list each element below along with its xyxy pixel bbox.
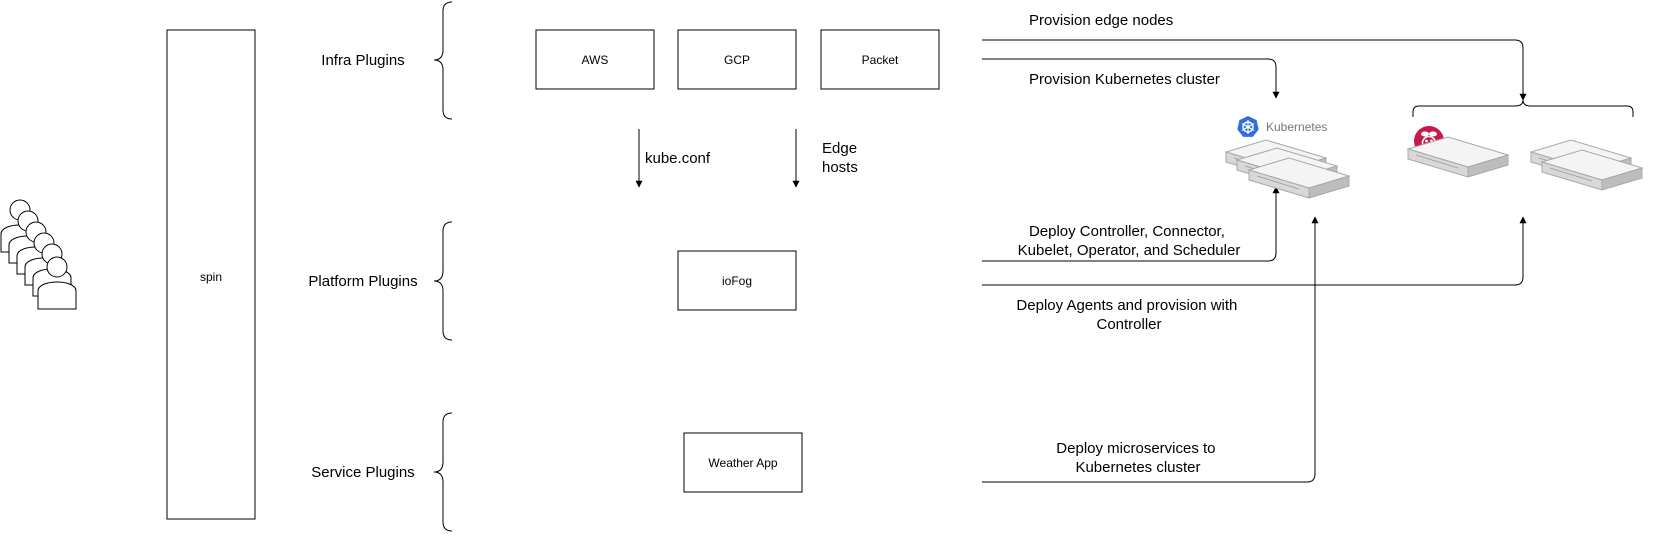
edge-hosts-label: Edge hosts — [822, 140, 861, 176]
packet-box — [820, 29, 940, 90]
aws-label: AWS — [582, 53, 609, 67]
edge-nodes-brace — [1412, 99, 1634, 117]
deploy-microservices-line-2: Kubernetes cluster — [1075, 459, 1200, 476]
deploy-agents-label: Deploy Agents and provision with Control… — [1016, 297, 1241, 333]
edge-hosts-line-1: Edge — [822, 140, 857, 157]
service-plugins-label: Service Plugins — [311, 464, 414, 481]
deploy-microservices-line-1: Deploy microservices to — [1056, 440, 1215, 457]
infra-plugins-label: Infra Plugins — [321, 52, 404, 69]
platform-plugins-label: Platform Plugins — [308, 273, 417, 290]
kubernetes-label: Kubernetes — [1266, 120, 1327, 134]
kubernetes-logo-icon — [1237, 116, 1259, 137]
edge-hosts-line-2: hosts — [822, 159, 858, 176]
deploy-controller-line-2: Kubelet, Operator, and Scheduler — [1018, 242, 1241, 259]
weather-app-box — [683, 432, 803, 493]
infra-brace — [433, 1, 453, 120]
deploy-agents-line-1: Deploy Agents and provision with — [1016, 297, 1237, 314]
kubeconf-label: kube.conf — [645, 150, 711, 167]
provision-kubernetes-label: Provision Kubernetes cluster — [1029, 71, 1220, 88]
platform-brace — [433, 221, 453, 341]
provision-kubernetes-arrow — [982, 58, 1280, 99]
deploy-controller-arrow — [982, 186, 1280, 262]
deploy-microservices-arrow — [982, 216, 1319, 483]
provision-edge-nodes-label: Provision edge nodes — [1029, 12, 1173, 29]
iofog-box — [677, 250, 797, 311]
spin-box — [166, 29, 256, 520]
gcp-label: GCP — [724, 53, 750, 67]
deploy-controller-label: Deploy Controller, Connector, Kubelet, O… — [1018, 223, 1241, 259]
deploy-controller-line-1: Deploy Controller, Connector, — [1029, 223, 1225, 240]
provision-edge-nodes-arrow — [982, 39, 1527, 101]
packet-label: Packet — [862, 53, 899, 67]
edge-servers — [1407, 136, 1643, 191]
deploy-agents-arrow — [982, 216, 1527, 286]
gcp-box — [677, 29, 797, 90]
deploy-microservices-label: Deploy microservices to Kubernetes clust… — [1056, 440, 1219, 476]
service-brace — [433, 412, 453, 532]
weather-app-label: Weather App — [708, 456, 777, 470]
iofog-label: ioFog — [722, 274, 752, 288]
aws-box — [535, 29, 655, 90]
deploy-agents-line-2: Controller — [1096, 316, 1161, 333]
users-icon — [0, 199, 77, 310]
spin-label: spin — [200, 270, 222, 284]
kubernetes-servers — [1225, 139, 1350, 199]
